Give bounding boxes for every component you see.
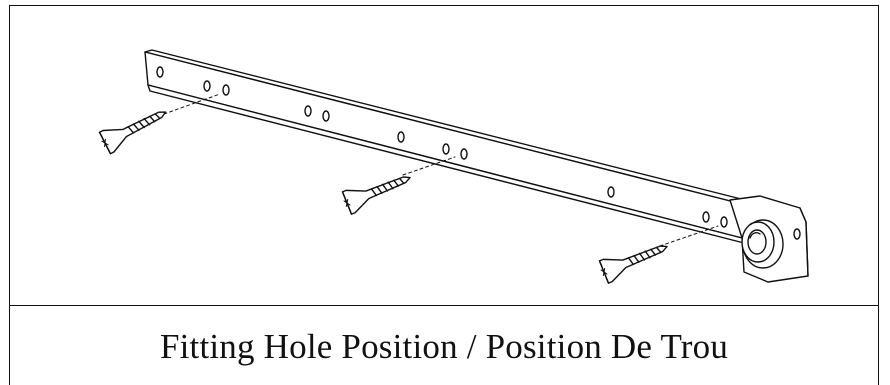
fitting-hole [442, 143, 450, 155]
fitting-holes [156, 66, 801, 240]
fitting-hole [304, 105, 312, 117]
drawer-slide-rail [144, 49, 809, 283]
fitting-hole [203, 80, 211, 92]
fitting-hole [156, 66, 164, 78]
fitting-hole [793, 228, 801, 240]
fitting-hole [607, 186, 615, 198]
figure-caption: Fitting Hole Position / Position De Trou [159, 327, 729, 366]
caption-divider [9, 305, 879, 306]
fitting-hole [460, 148, 468, 160]
screw-icon [598, 245, 668, 284]
diagram-frame [9, 5, 879, 385]
fitting-hole [397, 131, 405, 143]
screw-icon [98, 111, 167, 155]
screw-guide-lines [163, 93, 719, 247]
fitting-hole [720, 216, 728, 228]
roller-wheel [741, 219, 784, 269]
drawer-slide-illustration [98, 49, 809, 284]
screw-icon [341, 176, 411, 215]
fitting-hole [322, 110, 330, 122]
fitting-hole [702, 211, 710, 223]
fitting-hole [222, 84, 230, 96]
